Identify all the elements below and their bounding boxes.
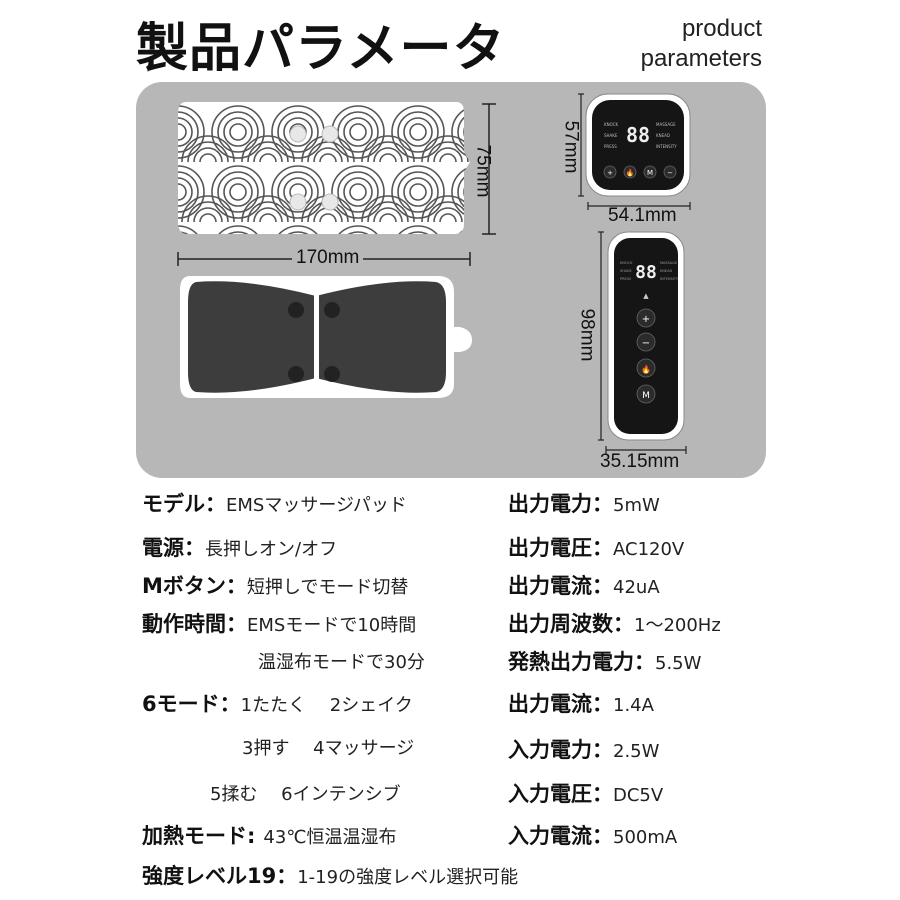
spec-operating-time: 動作時間：EMSモードで10時間 — [142, 612, 417, 636]
svg-text:PRESS: PRESS — [604, 144, 617, 149]
remote-small-width-line — [587, 202, 691, 210]
spec-output-power: 出力電力：5mW — [508, 492, 660, 516]
pad-width-label: 170mm — [292, 247, 364, 269]
svg-text:SHAKE: SHAKE — [604, 133, 618, 138]
spec-model: モデル：EMSマッサージパッド — [142, 492, 407, 516]
svg-text:🔥: 🔥 — [641, 364, 651, 374]
spec-input-current: 入力電流：500mA — [508, 824, 678, 848]
pad-bottom-view — [180, 276, 472, 398]
pad-electrode-nodes — [289, 125, 339, 211]
spec-modes: 6モード：1たたく 2シェイク — [142, 692, 413, 716]
spec-output-voltage: 出力電圧：AC120V — [508, 536, 685, 560]
pad-top-view — [178, 102, 470, 234]
spec-m-button: Mボタン：短押しでモード切替 — [142, 574, 409, 598]
svg-text:KNEAD: KNEAD — [660, 269, 673, 273]
spec-output-frequency: 出力周波数：1～200Hz — [508, 612, 721, 636]
svg-text:M: M — [647, 169, 653, 177]
svg-text:−: − — [642, 338, 650, 349]
spec-input-voltage: 入力電圧：DC5V — [508, 782, 664, 806]
svg-text:KNEAD: KNEAD — [656, 133, 670, 138]
svg-text:PRESS: PRESS — [620, 277, 632, 281]
svg-text:▲: ▲ — [643, 292, 649, 300]
svg-text:MASSAGE: MASSAGE — [660, 261, 677, 265]
spec-modes-2: 3押す 4マッサージ — [242, 738, 415, 759]
spec-heat-output-power: 発熱出力電力：5.5W — [508, 650, 702, 674]
svg-text:88: 88 — [626, 123, 650, 147]
spec-output-current-2: 出力電流：1.4A — [508, 692, 654, 716]
remote-large-height-line — [598, 231, 604, 441]
svg-text:M: M — [642, 391, 650, 401]
svg-text:KNOCK: KNOCK — [620, 261, 633, 265]
pad-height-dimension-line — [482, 103, 496, 235]
svg-text:KNOCK: KNOCK — [604, 122, 619, 127]
svg-text:SHAKE: SHAKE — [620, 269, 632, 273]
remote-large-height-label: 98mm — [576, 308, 598, 362]
page-subtitle: product parameters — [641, 14, 762, 74]
spec-output-current: 出力電流：42uA — [508, 574, 660, 598]
subtitle-line-1: product — [681, 15, 762, 42]
remote-large: 88 KNOCK MASSAGE SHAKE KNEAD PRESS INTENSIT… — [607, 231, 685, 441]
remote-small-height-line — [578, 93, 584, 197]
pad-height-label: 75mm — [472, 144, 494, 198]
subtitle-line-2: parameters — [640, 45, 762, 72]
svg-text:INTENSITY: INTENSITY — [660, 277, 679, 281]
svg-text:🔥: 🔥 — [626, 168, 635, 177]
remote-large-width-line — [605, 446, 687, 454]
page-title: 製品パラメータ — [136, 19, 506, 79]
svg-text:INTENSITY: INTENSITY — [656, 144, 677, 149]
svg-text:+: + — [642, 314, 650, 325]
svg-text:+: + — [607, 169, 613, 177]
spec-power: 電源：長押しオン/オフ — [142, 536, 338, 560]
remote-large-width-label: 35.15mm — [600, 451, 680, 472]
spec-heating-mode: 加熱モード:43℃恒温温湿布 — [142, 824, 397, 848]
svg-text:−: − — [667, 169, 673, 177]
remote-small-width-label: 54.1mm — [608, 205, 677, 226]
spec-input-power: 入力電力：2.5W — [508, 738, 660, 762]
spec-operating-time-2: 温湿布モードで30分 — [258, 652, 425, 673]
spec-intensity-level: 強度レベル19：1-19の強度レベル選択可能 — [142, 864, 519, 888]
spec-modes-3: 5揉む 6インテンシブ — [210, 784, 401, 805]
remote-small-height-label: 57mm — [560, 120, 582, 174]
remote-small: KNOCK MASSAGE SHAKE KNEAD PRESS INTENSITY 8… — [585, 93, 691, 197]
svg-text:88: 88 — [635, 262, 657, 283]
svg-text:MASSAGE: MASSAGE — [656, 122, 676, 127]
